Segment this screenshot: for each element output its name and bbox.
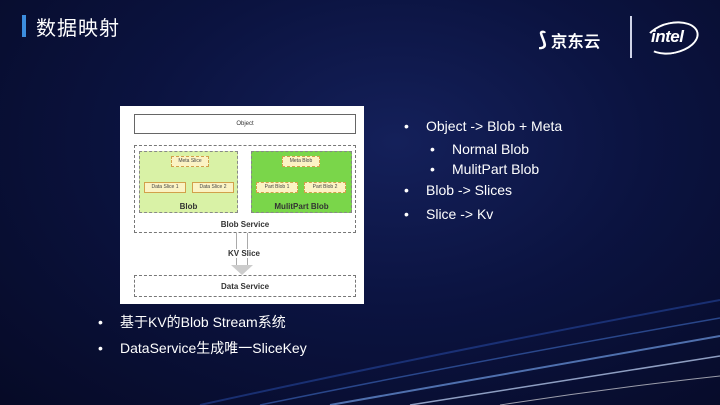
bullet-icon: • (404, 118, 409, 134)
list-item: •Object -> Blob + Meta (404, 118, 563, 134)
bullet-icon: • (98, 314, 103, 330)
blob-service-label: Blob Service (220, 220, 270, 229)
data-service-label: Data Service (220, 282, 270, 291)
intel-logo-text: intel (651, 27, 684, 46)
kv-slice-label: KV Slice (204, 249, 284, 258)
part-blob-2-box: Part Blob 2 (304, 182, 346, 193)
list-item: •Normal Blob (430, 141, 530, 157)
blob-label: Blob (179, 202, 198, 211)
data-slice-1-box: Data Slice 1 (144, 182, 186, 193)
jd-cloud-logo: ⟆ 京东云 (538, 28, 601, 52)
blob-service-box (134, 145, 356, 233)
blob-box: Meta Slice Data Slice 1 Data Slice 2 Blo… (139, 151, 238, 213)
part-blob-1-box: Part Blob 1 (256, 182, 298, 193)
meta-blob-box: Meta Blob (282, 156, 320, 167)
intel-logo: intel (642, 16, 702, 60)
architecture-diagram: Object Meta Slice Data Slice 1 Data Slic… (120, 106, 364, 304)
jd-logo-icon: ⟆ (538, 29, 548, 51)
list-item: •基于KV的Blob Stream系统 (98, 314, 286, 330)
multipart-blob-label: MulitPart Blob (274, 202, 329, 211)
data-slice-2-box: Data Slice 2 (192, 182, 234, 193)
title-accent-bar (22, 15, 26, 37)
list-item: •Slice -> Kv (404, 206, 494, 222)
data-service-box: Data Service (134, 275, 356, 297)
page-title: 数据映射 (36, 18, 120, 40)
meta-slice-box: Meta Slice (171, 156, 209, 167)
bullet-icon: • (404, 206, 409, 222)
list-item: •DataService生成唯一SliceKey (98, 340, 307, 356)
object-box: Object (134, 114, 356, 134)
bullet-icon: • (98, 340, 103, 356)
multipart-blob-box: Meta Blob Part Blob 1 Part Blob 2 MulitP… (251, 151, 352, 213)
list-item: •MulitPart Blob (430, 161, 540, 177)
bullet-icon: • (430, 141, 435, 157)
list-item: •Blob -> Slices (404, 182, 512, 198)
mapping-bullet-list: •Object -> Blob + Meta •Normal Blob •Mul… (404, 116, 562, 228)
system-bullet-list: •基于KV的Blob Stream系统 •DataService生成唯一Slic… (98, 312, 307, 364)
kv-arrow-head (231, 265, 253, 275)
logo-divider (630, 16, 632, 58)
bullet-icon: • (404, 182, 409, 198)
jd-logo-text: 京东云 (551, 34, 601, 51)
bullet-icon: • (430, 161, 435, 177)
